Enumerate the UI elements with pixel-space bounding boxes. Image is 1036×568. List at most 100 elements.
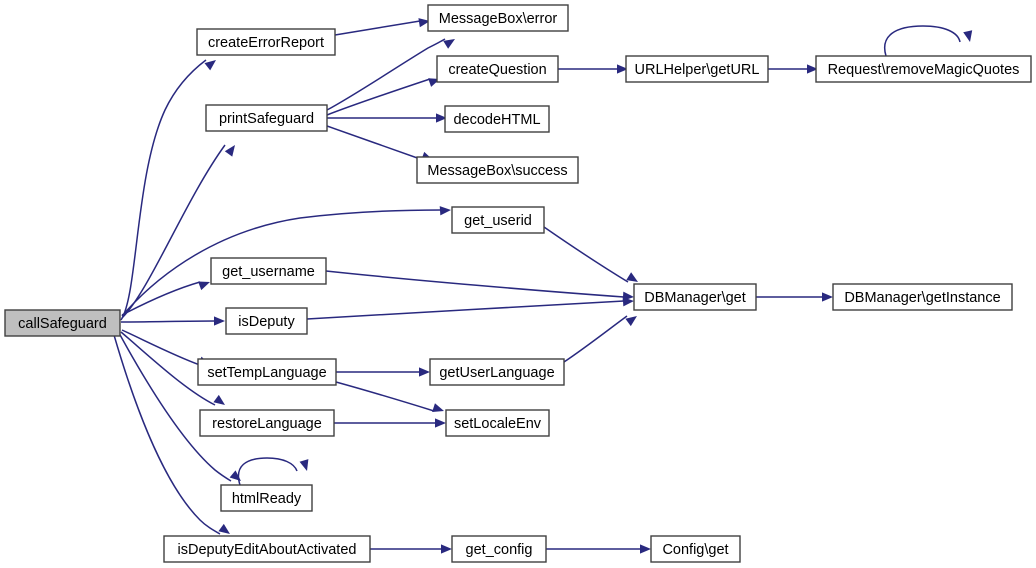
node-message-box-success-box[interactable] [416,156,579,184]
edge-get-userid-to-dbmanager-get-arrowhead-icon [626,272,638,282]
edge-get-username-to-dbmanager-get [325,270,634,301]
edge-get-userid-to-dbmanager-get [543,226,638,283]
node-html-ready-box[interactable] [220,484,313,512]
edge-call-safeguard-to-print-safeguard [121,144,235,319]
edge-get-username-to-dbmanager-get-line [325,270,625,298]
node-config-get-box[interactable] [650,535,741,563]
edge-call-safeguard-to-set-temp-language-line [121,329,201,366]
edge-call-safeguard-to-html-ready-line [118,332,232,482]
edge-print-safeguard-to-decode-html [327,113,447,123]
edge-html-ready-to-html-ready-arrowhead-icon [299,459,309,471]
edge-call-safeguard-to-restore-language [120,331,225,406]
node-create-error-report-box[interactable] [196,28,336,56]
edge-set-temp-language-to-set-locale-env [335,381,444,412]
edge-is-deputy-edit-about-activated-to-get-config-arrowhead-icon [441,544,452,554]
node-message-box-success[interactable]: MessageBox\success [416,156,579,184]
edge-create-error-report-to-message-box-error [334,18,430,36]
edge-set-temp-language-to-set-locale-env-arrowhead-icon [432,403,444,412]
node-create-error-report[interactable]: createErrorReport [196,28,336,56]
node-set-temp-language-box[interactable] [197,358,337,386]
edge-html-ready-to-html-ready-line [237,457,298,486]
node-dbmanager-get-instance[interactable]: DBManager\getInstance [832,283,1013,311]
node-restore-language[interactable]: restoreLanguage [199,409,335,437]
node-set-locale-env-box[interactable] [445,409,550,437]
node-set-locale-env[interactable]: setLocaleEnv [445,409,550,437]
node-urlhelper-get-url-box[interactable] [625,55,769,83]
edge-print-safeguard-to-message-box-error-line [326,38,446,111]
node-decode-html-box[interactable] [444,105,550,133]
node-is-deputy[interactable]: isDeputy [225,307,308,335]
edge-request-remove-magic-quotes-to-request-remove-magic-quotes [884,25,973,57]
node-decode-html[interactable]: decodeHTML [444,105,550,133]
edge-call-safeguard-to-is-deputy-edit-about-activated [113,334,230,535]
edge-create-error-report-to-message-box-error-line [334,20,421,36]
edge-is-deputy-to-dbmanager-get-arrowhead-icon [622,297,634,307]
node-get-username[interactable]: get_username [210,257,327,285]
edge-get-user-language-to-dbmanager-get-arrowhead-icon [625,316,637,327]
node-is-deputy-box[interactable] [225,307,308,335]
edge-call-safeguard-to-get-username [121,281,210,316]
node-print-safeguard[interactable]: printSafeguard [205,104,328,132]
edge-set-temp-language-to-get-user-language [336,367,430,377]
node-create-question-box[interactable] [436,55,559,83]
node-set-temp-language[interactable]: setTempLanguage [197,358,337,386]
edge-urlhelper-get-url-to-request-remove-magic-quotes-arrowhead-icon [807,64,818,74]
node-call-safeguard-box[interactable] [4,309,121,337]
edge-urlhelper-get-url-to-request-remove-magic-quotes [768,64,818,74]
edge-print-safeguard-to-message-box-success-line [326,125,424,161]
node-call-safeguard[interactable]: callSafeguard [4,309,121,337]
edge-request-remove-magic-quotes-to-request-remove-magic-quotes-line [884,25,961,57]
node-message-box-error[interactable]: MessageBox\error [427,4,569,32]
edge-call-safeguard-to-get-userid-line [121,209,442,317]
node-dbmanager-get-box[interactable] [633,283,757,311]
node-dbmanager-get[interactable]: DBManager\get [633,283,757,311]
edge-call-safeguard-to-is-deputy-edit-about-activated-arrowhead-icon [218,523,230,534]
edge-call-safeguard-to-get-username-arrowhead-icon [198,281,210,291]
node-get-user-language-box[interactable] [429,358,565,386]
edge-restore-language-to-set-locale-env [334,418,446,428]
node-dbmanager-get-instance-box[interactable] [832,283,1013,311]
edge-html-ready-to-html-ready [237,457,309,486]
node-get-config-box[interactable] [451,535,547,563]
edge-call-safeguard-to-get-userid-arrowhead-icon [439,206,451,216]
edge-is-deputy-to-dbmanager-get-line [306,300,625,320]
edge-call-safeguard-to-html-ready-arrowhead-icon [229,470,241,481]
node-urlhelper-get-url[interactable]: URLHelper\getURL [625,55,769,83]
edge-call-safeguard-to-print-safeguard-arrowhead-icon [224,145,235,157]
node-get-config[interactable]: get_config [451,535,547,563]
edge-get-config-to-config-get-arrowhead-icon [640,544,651,554]
node-html-ready[interactable]: htmlReady [220,484,313,512]
edge-get-user-language-to-dbmanager-get-line [563,315,628,363]
edge-create-question-to-urlhelper-get-url-arrowhead-icon [617,64,628,74]
edge-call-safeguard-to-restore-language-arrowhead-icon [213,394,225,405]
node-get-userid-box[interactable] [451,206,545,234]
edge-is-deputy-edit-about-activated-to-get-config [370,544,452,554]
edge-is-deputy-to-dbmanager-get [306,297,634,320]
node-get-username-box[interactable] [210,257,327,285]
edge-call-safeguard-to-is-deputy [120,316,225,326]
node-print-safeguard-box[interactable] [205,104,328,132]
node-config-get[interactable]: Config\get [650,535,741,563]
edge-dbmanager-get-to-dbmanager-get-instance [756,292,833,302]
edge-call-safeguard-to-is-deputy-line [120,320,216,323]
node-message-box-error-box[interactable] [427,4,569,32]
node-get-user-language[interactable]: getUserLanguage [429,358,565,386]
node-restore-language-box[interactable] [199,409,335,437]
edge-call-safeguard-to-create-error-report-line [120,59,207,321]
edge-print-safeguard-to-message-box-error [326,38,455,111]
node-is-deputy-edit-about-activated[interactable]: isDeputyEditAboutActivated [163,535,371,563]
edge-get-config-to-config-get [546,544,651,554]
edge-call-safeguard-to-create-error-report [120,59,216,321]
edge-print-safeguard-to-create-question-line [326,78,431,116]
edge-dbmanager-get-to-dbmanager-get-instance-arrowhead-icon [822,292,833,302]
edge-call-safeguard-to-is-deputy-edit-about-activated-line [113,334,221,535]
node-create-question[interactable]: createQuestion [436,55,559,83]
node-request-remove-magic-quotes[interactable]: Request\removeMagicQuotes [815,55,1032,83]
node-request-remove-magic-quotes-box[interactable] [815,55,1032,83]
edge-print-safeguard-to-decode-html-arrowhead-icon [436,113,447,123]
edge-create-error-report-to-message-box-error-arrowhead-icon [418,18,430,28]
edge-set-temp-language-to-get-user-language-arrowhead-icon [419,367,430,377]
node-is-deputy-edit-about-activated-box[interactable] [163,535,371,563]
node-get-userid[interactable]: get_userid [451,206,545,234]
